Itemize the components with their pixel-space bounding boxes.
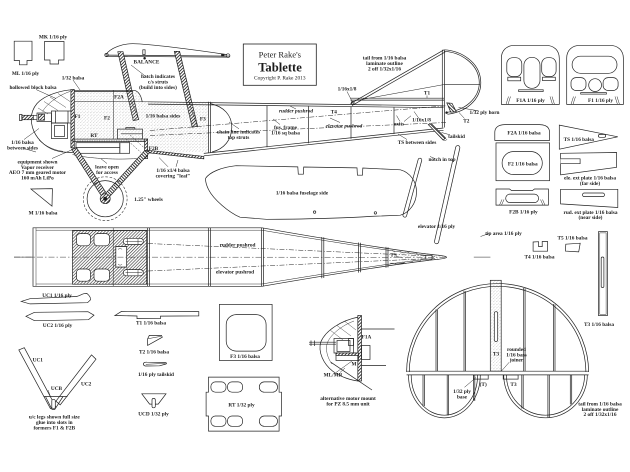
svg-text:chain line indicates: chain line indicates <box>217 130 260 136</box>
svg-text:for PZ 8.5 mm unit: for PZ 8.5 mm unit <box>326 401 370 407</box>
svg-text:T5 1/16 balsa: T5 1/16 balsa <box>557 235 587 241</box>
svg-text:formers F1 & F2B: formers F1 & F2B <box>33 425 75 431</box>
svg-text:1/32 ply: 1/32 ply <box>453 389 471 395</box>
svg-text:(build into sides): (build into sides) <box>139 84 177 91</box>
svg-text:2 off 1/32x1/16: 2 off 1/32x1/16 <box>368 67 401 73</box>
svg-text:u/c legs shown full size: u/c legs shown full size <box>29 415 81 421</box>
svg-text:F2A: F2A <box>114 95 124 101</box>
svg-text:ele. ext plate 1/16 balsa: ele. ext plate 1/16 balsa <box>564 176 616 182</box>
svg-text:elevator 1/16 ply: elevator 1/16 ply <box>418 224 456 230</box>
svg-text:MK 1/16 ply: MK 1/16 ply <box>39 35 68 41</box>
svg-text:F2 1/16 balsa: F2 1/16 balsa <box>508 162 538 168</box>
svg-text:1/16x1/8: 1/16x1/8 <box>412 118 431 124</box>
svg-text:1/16x1/8: 1/16x1/8 <box>338 87 357 93</box>
svg-text:elevator pushrod: elevator pushrod <box>216 269 254 275</box>
svg-text:BALANCE: BALANCE <box>134 60 160 66</box>
svg-text:glue into slots in: glue into slots in <box>36 420 73 426</box>
svg-text:TS 1/16 balsa: TS 1/16 balsa <box>564 137 595 143</box>
svg-text:1/16 balsa: 1/16 balsa <box>11 140 34 146</box>
svg-text:RT: RT <box>90 133 98 139</box>
svg-text:tailskid: tailskid <box>448 134 465 140</box>
svg-text:c/s struts: c/s struts <box>148 80 168 86</box>
svg-text:F2A 1/16 balsa: F2A 1/16 balsa <box>507 131 541 137</box>
svg-text:hollowed block balsa: hollowed block balsa <box>9 85 56 91</box>
svg-text:between sides: between sides <box>7 146 38 152</box>
svg-text:M: M <box>352 361 357 367</box>
svg-text:top struts: top struts <box>228 135 250 141</box>
svg-text:ML 1/16 ply: ML 1/16 ply <box>12 71 40 77</box>
svg-text:T1: T1 <box>424 91 431 97</box>
svg-text:tail from 1/16 balsa: tail from 1/16 balsa <box>363 56 407 62</box>
svg-text:1/32 balsa: 1/32 balsa <box>62 76 85 82</box>
svg-text:laminate outline: laminate outline <box>366 61 403 67</box>
svg-text:TS: TS <box>390 252 397 258</box>
svg-text:Tablette: Tablette <box>258 61 302 75</box>
svg-text:F2B: F2B <box>149 146 159 152</box>
svg-text:F1A: F1A <box>362 335 372 341</box>
svg-text:rounded: rounded <box>507 347 526 353</box>
svg-text:T3 1/16 balsa: T3 1/16 balsa <box>584 322 614 328</box>
svg-text:for access: for access <box>96 170 118 176</box>
svg-text:UC2: UC2 <box>81 381 92 387</box>
svg-text:1/16 ply tailskid: 1/16 ply tailskid <box>138 372 174 378</box>
svg-text:rud. ext plate 1/16 balsa: rud. ext plate 1/16 balsa <box>563 210 617 216</box>
svg-text:1/16 balsa fuselage side: 1/16 balsa fuselage side <box>276 190 329 196</box>
svg-text:F1: F1 <box>75 114 81 120</box>
svg-text:F1A 1/16 ply: F1A 1/16 ply <box>516 98 545 104</box>
svg-text:F1 1/16 ply: F1 1/16 ply <box>588 98 613 104</box>
svg-text:1/16 x1/4 balsa: 1/16 x1/4 balsa <box>156 168 190 174</box>
svg-text:1/32 ply horn: 1/32 ply horn <box>469 110 499 116</box>
svg-text:base: base <box>457 395 468 401</box>
svg-text:Vapor receiver: Vapor receiver <box>21 165 55 171</box>
svg-text:F3 1/16 balsa: F3 1/16 balsa <box>230 354 260 360</box>
svg-text:laminate outline: laminate outline <box>582 407 619 413</box>
svg-text:T3: T3 <box>510 382 517 388</box>
svg-text:1.25" wheels: 1.25" wheels <box>134 197 163 203</box>
svg-text:F2B 1/16 ply: F2B 1/16 ply <box>509 210 538 216</box>
svg-text:(T): (T) <box>480 381 487 388</box>
svg-text:T2: T2 <box>463 119 470 125</box>
svg-text:Peter Rake's: Peter Rake's <box>259 50 302 60</box>
svg-text:T2 1/16 balsa: T2 1/16 balsa <box>139 349 169 355</box>
svg-text:F2: F2 <box>104 116 110 122</box>
svg-text:T3: T3 <box>493 351 500 357</box>
svg-text:tail from 1/16 balsa: tail from 1/16 balsa <box>578 402 622 408</box>
svg-text:ML/MR: ML/MR <box>324 372 343 378</box>
svg-text:hatch indicates: hatch indicates <box>141 74 175 80</box>
svg-text:UC1 1/16 ply: UC1 1/16 ply <box>42 293 72 299</box>
svg-text:TS between sides: TS between sides <box>398 140 437 146</box>
svg-text:UCB: UCB <box>51 386 63 392</box>
svg-text:Copyright P. Rake 2013: Copyright P. Rake 2013 <box>254 76 306 82</box>
svg-text:T4: T4 <box>331 110 338 116</box>
svg-text:alternative motor mount: alternative motor mount <box>320 396 376 402</box>
svg-text:joiner: joiner <box>509 358 524 364</box>
svg-text:2 off 1/32x1/16: 2 off 1/32x1/16 <box>584 412 617 418</box>
svg-text:notch in top: notch in top <box>428 157 455 163</box>
svg-text:RT 1/32 ply: RT 1/32 ply <box>228 402 255 408</box>
svg-text:rudder pushrod: rudder pushrod <box>220 242 256 248</box>
svg-text:(near side): (near side) <box>579 214 603 221</box>
svg-text:1/16 sq balsa: 1/16 sq balsa <box>271 131 300 137</box>
svg-text:M 1/16 balsa: M 1/16 balsa <box>29 210 58 216</box>
svg-text:exits: exits <box>394 122 404 128</box>
svg-text:(far side): (far side) <box>580 180 601 187</box>
svg-text:leave open: leave open <box>95 165 119 171</box>
svg-text:tip area 1/16 ply: tip area 1/16 ply <box>485 231 522 237</box>
svg-text:equipment shown: equipment shown <box>18 160 58 166</box>
svg-text:UC1: UC1 <box>33 357 44 363</box>
svg-text:T4 1/16 balsa: T4 1/16 balsa <box>524 254 554 260</box>
svg-text:T1 1/16 balsa: T1 1/16 balsa <box>136 320 166 326</box>
svg-text:elevator pushrod: elevator pushrod <box>326 124 363 130</box>
svg-text:1/16 bass: 1/16 bass <box>506 352 526 358</box>
svg-text:fus. frame: fus. frame <box>274 125 298 131</box>
svg-text:AEO 7 mm geared motor: AEO 7 mm geared motor <box>9 170 67 176</box>
svg-text:UC2 1/16 ply: UC2 1/16 ply <box>43 323 73 329</box>
svg-text:covering "leaf": covering "leaf" <box>156 174 191 180</box>
svg-text:160 mAh LiPo: 160 mAh LiPo <box>21 175 54 181</box>
svg-text:rudder pushrod: rudder pushrod <box>279 108 313 114</box>
svg-text:UCD 1/32 ply: UCD 1/32 ply <box>138 412 169 418</box>
svg-text:F3: F3 <box>200 117 206 123</box>
svg-text:1/16 balsa sides: 1/16 balsa sides <box>146 114 181 120</box>
